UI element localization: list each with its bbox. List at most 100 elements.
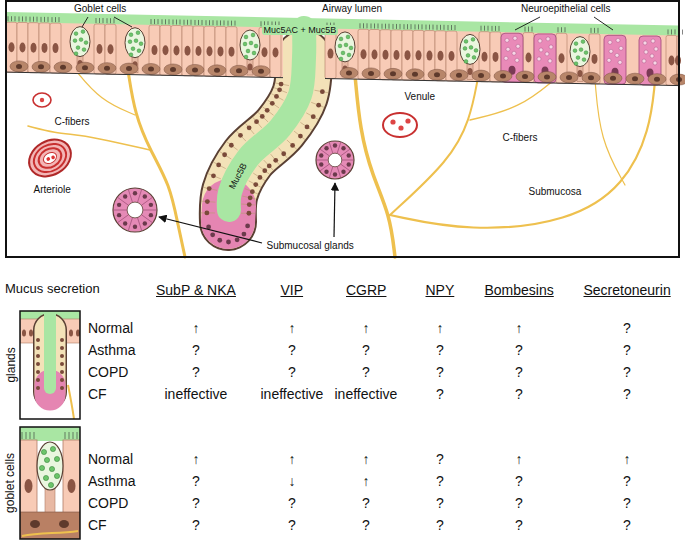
cilium [393,24,394,29]
epithelium [6,16,685,85]
basal-cell [516,71,534,82]
cell-nucleus [500,74,506,79]
row-label: COPD [88,364,128,380]
cell-nucleus [333,143,337,147]
cell-nucleus [632,76,638,81]
label-text: ? [436,517,444,533]
label-text: ? [192,473,200,489]
label-text: ? [623,320,631,336]
cilium [591,28,592,33]
cilium [561,27,562,32]
cell-nucleus [405,50,411,60]
structure-label: Neuroepithelial cells [521,3,611,15]
mucin-granule [54,456,59,461]
cell-nucleus [117,213,121,217]
cell-nucleus [38,64,44,69]
cell-nucleus [427,51,433,61]
cell-nucleus [333,172,337,176]
cilium [418,24,419,29]
cell-nucleus [9,42,15,52]
cilium [176,20,177,25]
cilium [110,18,111,23]
mucin-label: Muc5AC + Muc5B [262,25,339,35]
cell-nucleus [347,153,351,157]
cilium [558,27,559,32]
mucin-granule [84,41,88,45]
cilium [41,17,42,22]
cilium [169,19,170,24]
label-text: Secretoneurin [584,282,671,298]
label-text: ? [623,364,631,380]
nerve-fiber [595,80,625,185]
column-header: CGRP [346,282,386,298]
cell-nucleus [60,346,64,350]
label-text: ? [436,342,444,358]
nerve-fiber [390,81,655,228]
mucin-granule [464,40,468,44]
cell-nucleus [163,45,169,55]
table-cell: ? [436,364,444,380]
cilium [682,30,683,35]
cell-nucleus [610,76,616,81]
cilium [52,17,53,22]
mucin-granule [73,39,77,43]
basal-cell [10,61,28,72]
cell-nucleus [305,124,310,129]
cell-nucleus [467,68,472,75]
cell-nucleus [60,338,64,342]
cell-nucleus [60,65,66,70]
table-cell: ↑ [363,473,370,489]
pointer-arrow [334,183,335,237]
cilium [565,27,566,32]
cilium [30,17,31,22]
cilium [107,18,108,23]
label-text: ↑ [289,320,296,336]
label-text: goblet cells [3,453,17,513]
dense-core-vesicle [650,54,654,58]
table-cell: ↑ [516,451,523,467]
cilium [598,28,599,33]
nerve-fiber [390,78,478,215]
cilium [437,25,438,30]
cell-nucleus [123,194,127,198]
cell-border [258,166,269,174]
mucin-granule [474,49,478,53]
table-cell: ? [436,386,444,402]
cilium [103,18,104,23]
mucin-granule [136,31,140,35]
cell-nucleus [245,224,250,229]
label-text: ? [436,495,444,511]
cilium [385,24,386,29]
cell-nucleus [226,240,231,245]
small-vessel [33,93,51,107]
cilium [415,24,416,29]
dense-core-vesicle [506,47,510,51]
basal-cell [384,68,402,79]
goblet-thumbnail [20,427,80,539]
cilium [114,18,115,23]
dense-core-vesicle [538,39,542,43]
cell-nucleus [526,53,532,63]
basal-cell [362,68,380,79]
cilium [209,20,210,25]
dense-core-vesicle [651,39,655,43]
cell-border [117,197,128,205]
basal-cell [450,70,468,81]
mucin-granule [129,53,133,57]
cell-nucleus [290,143,295,148]
nerve-fiber [68,385,74,419]
cell-nucleus [192,67,198,72]
cell-nucleus [60,386,64,390]
cell-border [279,148,288,159]
table-cell: ↑ [289,320,296,336]
thumbnail-ground [20,427,80,539]
arteriole-vessel [22,132,77,183]
label-text: ↑ [289,451,296,467]
cell-nucleus [36,362,40,366]
mucin-granule [244,35,248,39]
basal-cell [230,65,248,76]
column-header: Secretoneurin [584,282,671,298]
label-text: Asthma [88,342,135,358]
muscle-ring [29,138,71,178]
